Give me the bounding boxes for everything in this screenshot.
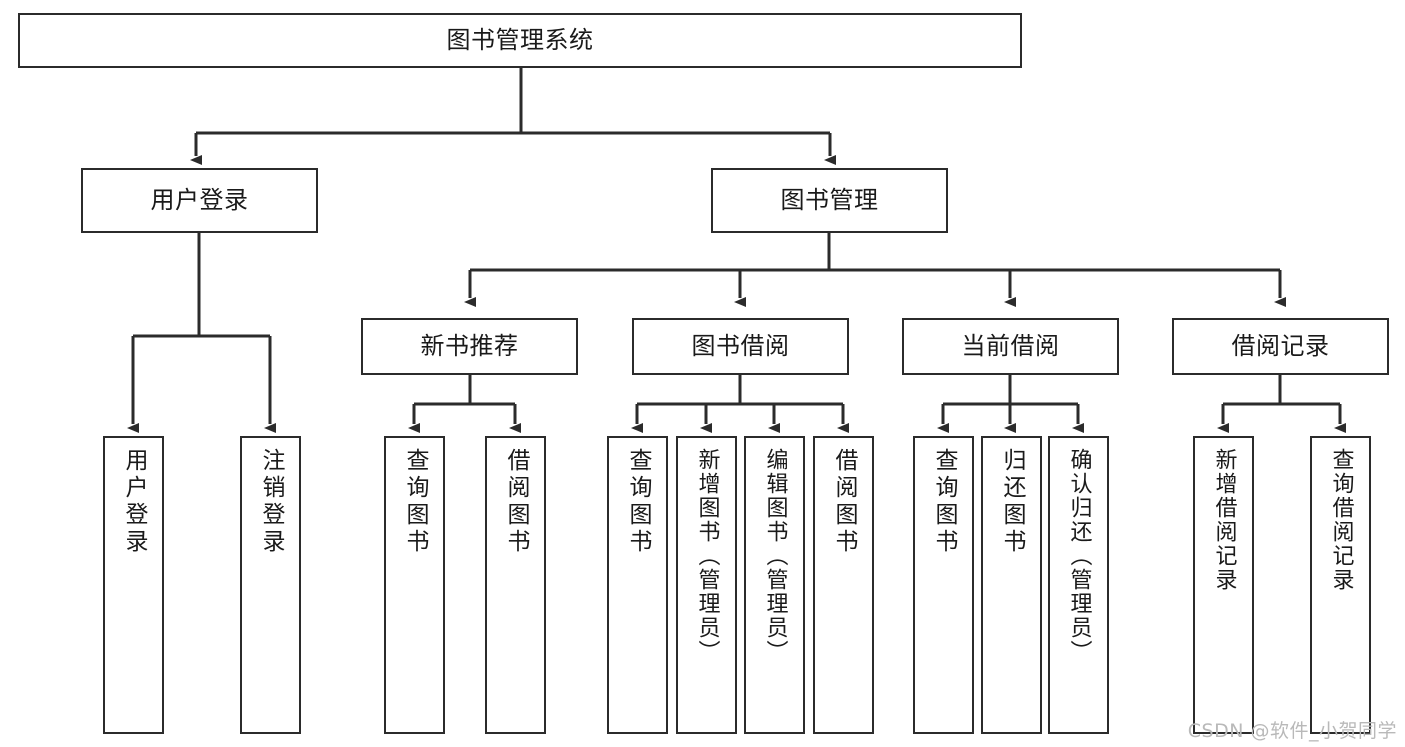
node-label: 借阅记录 bbox=[1231, 332, 1330, 361]
node-leaf-confirm-return[interactable]: 确认归还（管理员） bbox=[1048, 436, 1109, 734]
node-leaf-edit-book[interactable]: 编辑图书（管理员） bbox=[744, 436, 805, 734]
node-borrow-record[interactable]: 借阅记录 bbox=[1172, 318, 1389, 375]
node-book-manage[interactable]: 图书管理 bbox=[711, 168, 948, 233]
node-user-login[interactable]: 用户登录 bbox=[81, 168, 318, 233]
node-leaf-logout[interactable]: 注销登录 bbox=[240, 436, 301, 734]
node-label: 查询图书 bbox=[625, 448, 651, 556]
node-leaf-user-login[interactable]: 用户登录 bbox=[103, 436, 164, 734]
node-label: 用户登录 bbox=[121, 448, 147, 556]
node-label: 借阅图书 bbox=[503, 448, 529, 556]
node-leaf-borrow-book-1[interactable]: 借阅图书 bbox=[485, 436, 546, 734]
node-leaf-return-book[interactable]: 归还图书 bbox=[981, 436, 1042, 734]
csdn-watermark: CSDN @软件_小贺同学 bbox=[1187, 720, 1397, 742]
node-label: 查询图书 bbox=[931, 448, 957, 556]
node-new-book-recommend[interactable]: 新书推荐 bbox=[361, 318, 578, 375]
node-label: 当前借阅 bbox=[961, 332, 1060, 361]
node-leaf-query-book-2[interactable]: 查询图书 bbox=[607, 436, 668, 734]
node-label: 新书推荐 bbox=[420, 332, 519, 361]
node-book-borrow[interactable]: 图书借阅 bbox=[632, 318, 849, 375]
node-label: 归还图书 bbox=[999, 448, 1025, 556]
node-label: 图书管理系统 bbox=[446, 26, 594, 55]
node-leaf-add-record[interactable]: 新增借阅记录 bbox=[1193, 436, 1254, 734]
node-leaf-add-book[interactable]: 新增图书（管理员） bbox=[676, 436, 737, 734]
node-label: 图书借阅 bbox=[691, 332, 790, 361]
node-label: 查询借阅记录 bbox=[1328, 448, 1354, 592]
node-label: 编辑图书（管理员） bbox=[762, 448, 788, 664]
node-label: 图书管理 bbox=[780, 186, 879, 215]
node-leaf-query-record[interactable]: 查询借阅记录 bbox=[1310, 436, 1371, 734]
node-root-book-management-system[interactable]: 图书管理系统 bbox=[18, 13, 1022, 68]
node-label: 用户登录 bbox=[150, 186, 249, 215]
node-leaf-query-book-3[interactable]: 查询图书 bbox=[913, 436, 974, 734]
node-leaf-query-book-1[interactable]: 查询图书 bbox=[384, 436, 445, 734]
node-leaf-borrow-book-2[interactable]: 借阅图书 bbox=[813, 436, 874, 734]
node-label: 新增借阅记录 bbox=[1211, 448, 1237, 592]
node-label: 注销登录 bbox=[258, 448, 284, 556]
node-label: 确认归还（管理员） bbox=[1066, 448, 1092, 664]
node-label: 新增图书（管理员） bbox=[694, 448, 720, 664]
node-current-borrow[interactable]: 当前借阅 bbox=[902, 318, 1119, 375]
node-label: 借阅图书 bbox=[831, 448, 857, 556]
node-label: 查询图书 bbox=[402, 448, 428, 556]
